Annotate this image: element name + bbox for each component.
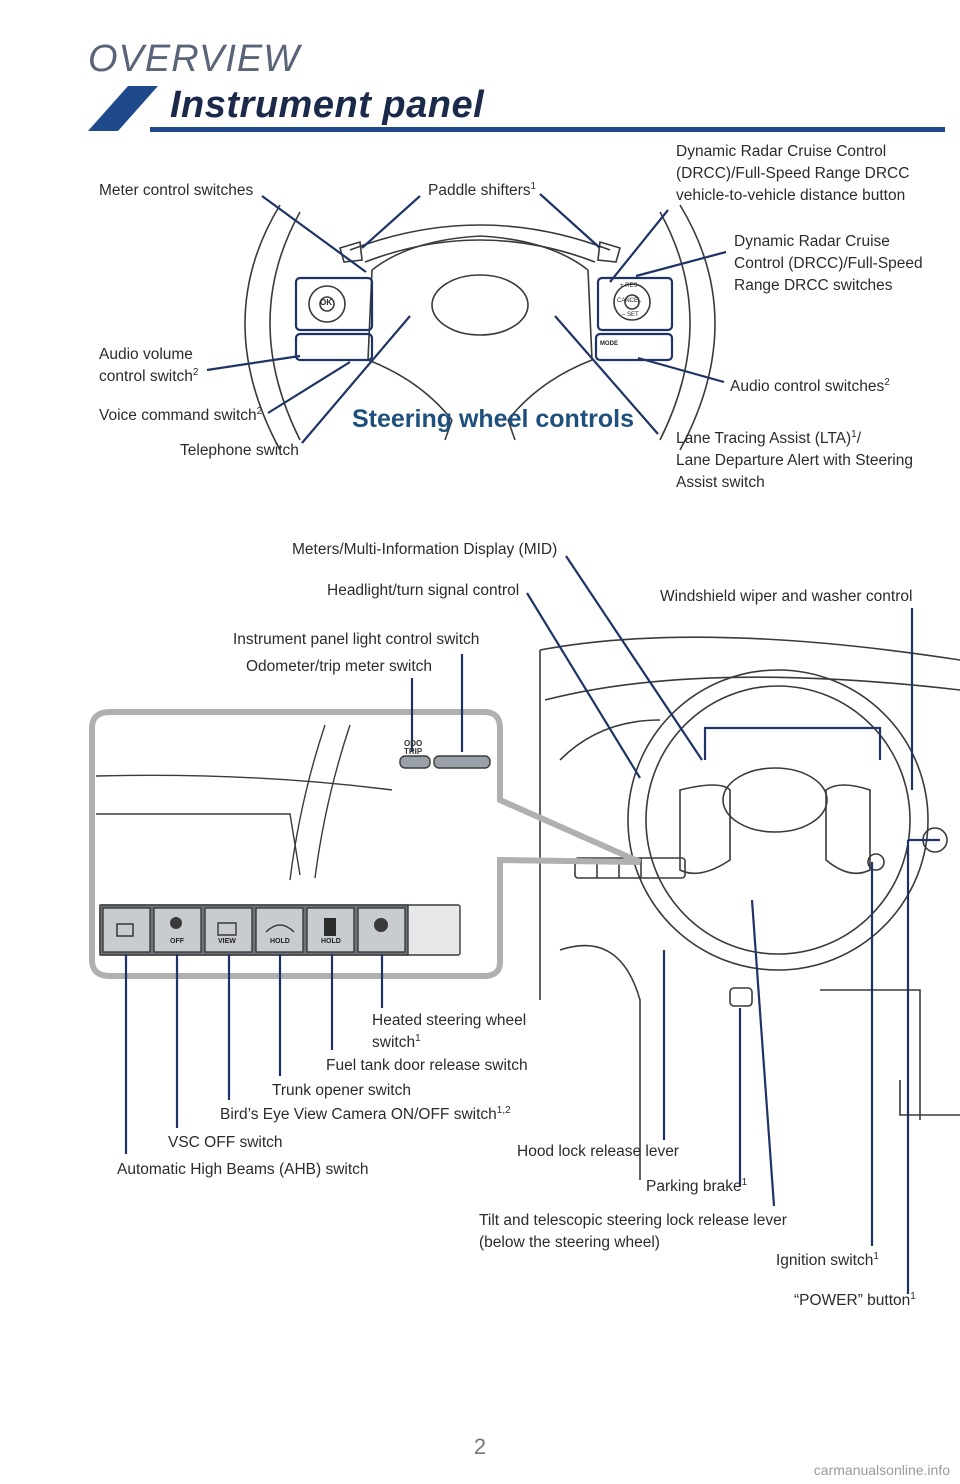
- switch-label-off: OFF: [170, 938, 184, 945]
- switch-label-hold-trunk: HOLD: [270, 938, 290, 945]
- site-watermark[interactable]: carmanualsonline.info: [813, 1462, 950, 1478]
- switch-label-view: VIEW: [218, 938, 236, 945]
- label-telephone: Telephone switch: [180, 442, 299, 459]
- switch-label-hold-fuel: HOLD: [321, 938, 341, 945]
- label-wiper: Windshield wiper and washer control: [660, 588, 913, 605]
- label-lta: Lane Tracing Assist (LTA)1/ Lane Departu…: [676, 429, 913, 492]
- label-odometer: Odometer/trip meter switch: [246, 658, 433, 675]
- title-band: [88, 86, 945, 132]
- mode-label: MODE: [600, 341, 618, 347]
- label-drcc-distance: Dynamic Radar Cruise Control (DRCC)/Full…: [676, 143, 910, 204]
- label-headlight: Headlight/turn signal control: [327, 582, 520, 599]
- callout-bubble: [89, 709, 642, 979]
- set-label: – SET: [622, 312, 639, 318]
- dash-leader-lines: [124, 555, 940, 1294]
- odo-trip-button-label: ODO TRIP: [404, 739, 423, 756]
- label-ignition: Ignition switch1: [776, 1251, 879, 1270]
- label-tilt: Tilt and telescopic steering lock releas…: [479, 1212, 787, 1251]
- label-fuel-door: Fuel tank door release switch: [326, 1057, 528, 1074]
- label-voice-command: Voice command switch2: [99, 406, 263, 425]
- label-vsc: VSC OFF switch: [168, 1134, 283, 1151]
- steering-wheel-illustration: [244, 204, 716, 451]
- steering-leader-lines: [206, 193, 727, 444]
- page-title: Instrument panel: [170, 84, 485, 126]
- cancel-label: CANCEL: [617, 298, 642, 304]
- label-ahb: Automatic High Beams (AHB) switch: [117, 1161, 369, 1178]
- res-label: + RES: [620, 283, 638, 289]
- label-hood: Hood lock release lever: [517, 1143, 679, 1160]
- label-meter-control: Meter control switches: [99, 182, 254, 199]
- label-heated-wheel: Heated steering wheel switch1: [372, 1012, 527, 1051]
- label-birds-eye: Bird’s Eye View Camera ON/OFF switch1,2: [220, 1105, 511, 1124]
- steering-caption: Steering wheel controls: [352, 405, 635, 433]
- label-trunk: Trunk opener switch: [272, 1082, 411, 1099]
- label-audio-volume: Audio volume control switch2: [99, 346, 199, 385]
- callout-contents: [95, 724, 491, 956]
- label-parking: Parking brake1: [646, 1177, 748, 1196]
- label-panel-light: Instrument panel light control switch: [233, 631, 480, 648]
- ok-button-label: OK: [320, 298, 332, 307]
- label-drcc-switches: Dynamic Radar Cruise Control (DRCC)/Full…: [734, 233, 923, 294]
- label-power: “POWER” button1: [794, 1291, 916, 1310]
- label-mid: Meters/Multi-Information Display (MID): [292, 541, 558, 558]
- label-audio-control: Audio control switches2: [730, 377, 890, 396]
- section-label: OVERVIEW: [88, 38, 301, 80]
- label-paddle-shifters: Paddle shifters1: [428, 181, 537, 200]
- page-number: 2: [473, 1434, 487, 1459]
- dashboard-illustration: [539, 636, 960, 1180]
